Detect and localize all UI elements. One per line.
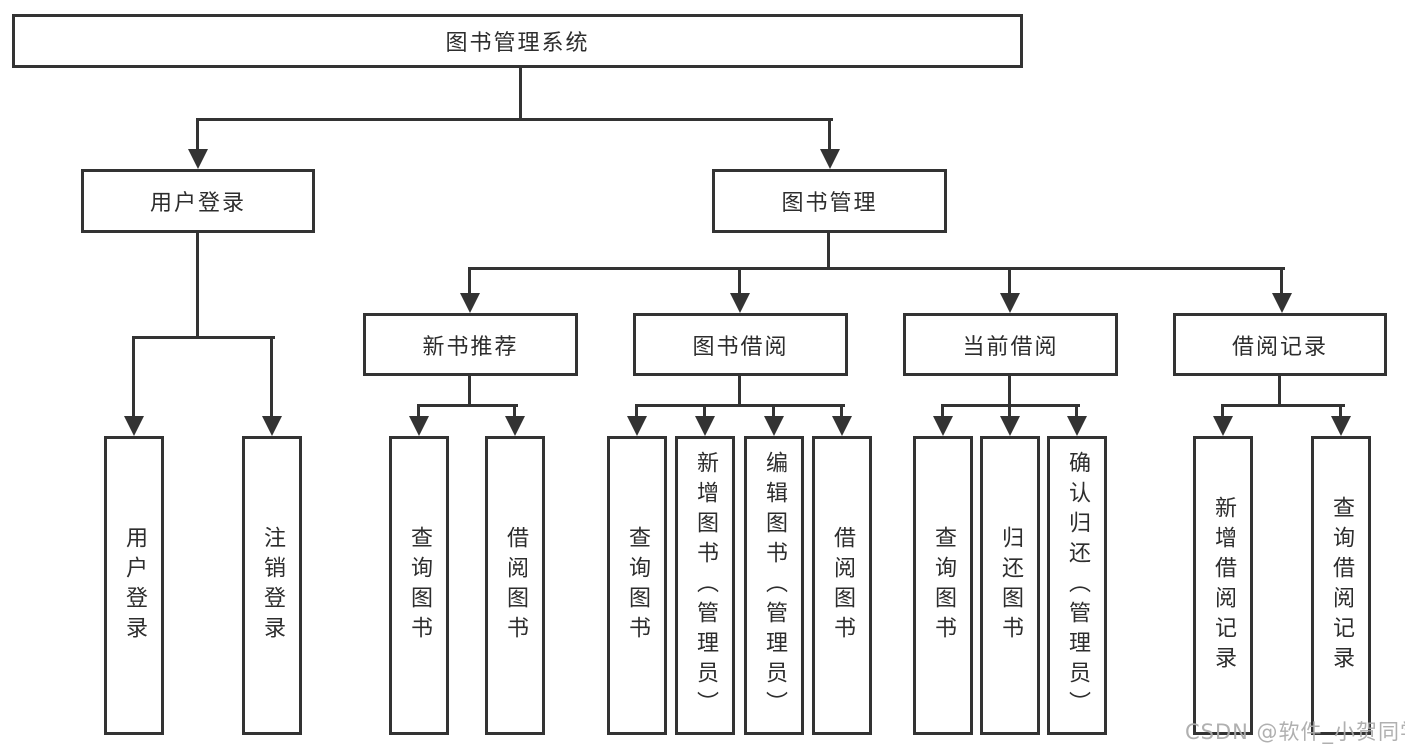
node-user-login-label: 用户登录 <box>149 191 246 216</box>
connector-borrow-record-bar <box>1221 404 1345 407</box>
leaf-add-book-admin-label: 新增图书（管理员） <box>693 450 718 721</box>
arrowhead-down-icon <box>695 416 715 436</box>
arrowhead-down-icon <box>505 416 525 436</box>
arrowhead-down-icon <box>409 416 429 436</box>
arrowhead-down-icon <box>933 416 953 436</box>
arrowhead-down-icon <box>262 416 282 436</box>
node-current-borrowing-label: 当前借阅 <box>962 334 1059 360</box>
leaf-add-book-admin: 新增图书（管理员） <box>675 436 735 735</box>
connector-book-mgmt-stem <box>827 232 830 270</box>
connector-stub <box>703 404 706 418</box>
connector-stub <box>513 404 516 418</box>
leaf-borrowing-query-book: 查询图书 <box>607 436 667 735</box>
leaf-logout: 注销登录 <box>242 436 302 735</box>
leaf-confirm-return-admin-label: 确认归还（管理员） <box>1065 450 1090 721</box>
connector-stub <box>1221 404 1224 418</box>
connector-level2-bar <box>196 118 833 121</box>
connector-stub <box>635 404 638 418</box>
connector-new-book-stem <box>468 375 471 407</box>
arrowhead-down-icon <box>188 149 208 169</box>
leaf-borrowing-borrow-book-label: 借阅图书 <box>830 525 855 646</box>
leaf-return-book-label: 归还图书 <box>998 525 1023 646</box>
arrowhead-down-icon <box>1331 416 1351 436</box>
connector-stub-login <box>132 336 135 416</box>
leaf-current-query-book-label: 查询图书 <box>931 525 956 646</box>
leaf-logout-label: 注销登录 <box>260 525 285 646</box>
leaf-add-borrow-record: 新增借阅记录 <box>1193 436 1253 735</box>
leaf-current-query-book: 查询图书 <box>913 436 973 735</box>
arrowhead-down-icon <box>764 416 784 436</box>
arrowhead-down-icon <box>1000 293 1020 313</box>
connector-stub-book-mgmt <box>828 118 831 149</box>
connector-book-borrow-bar <box>635 404 845 407</box>
arrowhead-down-icon <box>1213 416 1233 436</box>
node-book-borrowing: 图书借阅 <box>633 313 848 376</box>
connector-new-book-bar <box>417 404 518 407</box>
connector-current-borrow-stem <box>1008 375 1011 407</box>
connector-borrow-record-stem <box>1278 375 1281 407</box>
connector-stub-current-borrow <box>1008 267 1011 293</box>
node-current-borrowing: 当前借阅 <box>903 313 1118 376</box>
connector-root-stem <box>519 67 522 120</box>
arrowhead-down-icon <box>1067 416 1087 436</box>
connector-stub-borrow-record <box>1280 267 1283 293</box>
connector-stub <box>417 404 420 418</box>
leaf-add-borrow-record-label: 新增借阅记录 <box>1211 495 1236 676</box>
node-user-login: 用户登录 <box>81 169 315 233</box>
node-root-label: 图书管理系统 <box>445 31 590 56</box>
leaf-confirm-return-admin: 确认归还（管理员） <box>1047 436 1107 735</box>
node-borrowing-records-label: 借阅记录 <box>1231 334 1328 360</box>
node-borrowing-records: 借阅记录 <box>1173 313 1387 376</box>
connector-stub <box>840 404 843 418</box>
arrowhead-down-icon <box>820 149 840 169</box>
leaf-recommend-query-book: 查询图书 <box>389 436 449 735</box>
node-book-borrowing-label: 图书借阅 <box>692 334 789 360</box>
connector-stub-logout <box>270 336 273 416</box>
leaf-recommend-borrow-book: 借阅图书 <box>485 436 545 735</box>
leaf-borrowing-borrow-book: 借阅图书 <box>812 436 872 735</box>
node-root: 图书管理系统 <box>12 14 1023 68</box>
arrowhead-down-icon <box>832 416 852 436</box>
leaf-edit-book-admin-label: 编辑图书（管理员） <box>762 450 787 721</box>
connector-stub <box>1339 404 1342 418</box>
leaf-return-book: 归还图书 <box>980 436 1040 735</box>
leaf-user-login-label: 用户登录 <box>122 525 147 646</box>
arrowhead-down-icon <box>1000 416 1020 436</box>
leaf-borrowing-query-book-label: 查询图书 <box>625 525 650 646</box>
connector-level3-bar <box>468 267 1285 270</box>
connector-stub-user-login <box>196 118 199 149</box>
leaf-query-borrow-record-label: 查询借阅记录 <box>1329 495 1354 676</box>
connector-stub <box>1075 404 1078 418</box>
arrowhead-down-icon <box>1272 293 1292 313</box>
leaf-query-borrow-record: 查询借阅记录 <box>1311 436 1371 735</box>
leaf-edit-book-admin: 编辑图书（管理员） <box>744 436 804 735</box>
connector-user-login-stem <box>196 232 199 339</box>
node-book-management: 图书管理 <box>712 169 947 233</box>
node-new-book-recommend-label: 新书推荐 <box>422 334 519 360</box>
connector-stub <box>1008 404 1011 418</box>
connector-book-borrow-stem <box>738 375 741 407</box>
node-book-management-label: 图书管理 <box>781 191 878 216</box>
leaf-recommend-query-book-label: 查询图书 <box>407 525 432 646</box>
connector-stub-new-book <box>468 267 471 293</box>
connector-stub <box>941 404 944 418</box>
connector-stub-book-borrow <box>738 267 741 293</box>
csdn-watermark: CSDN @软件_小贺同学 <box>1185 720 1405 744</box>
connector-user-login-bar <box>132 336 275 339</box>
node-new-book-recommend: 新书推荐 <box>363 313 578 376</box>
arrowhead-down-icon <box>124 416 144 436</box>
arrowhead-down-icon <box>730 293 750 313</box>
arrowhead-down-icon <box>460 293 480 313</box>
arrowhead-down-icon <box>627 416 647 436</box>
leaf-user-login: 用户登录 <box>104 436 164 735</box>
connector-stub <box>772 404 775 418</box>
leaf-recommend-borrow-book-label: 借阅图书 <box>503 525 528 646</box>
